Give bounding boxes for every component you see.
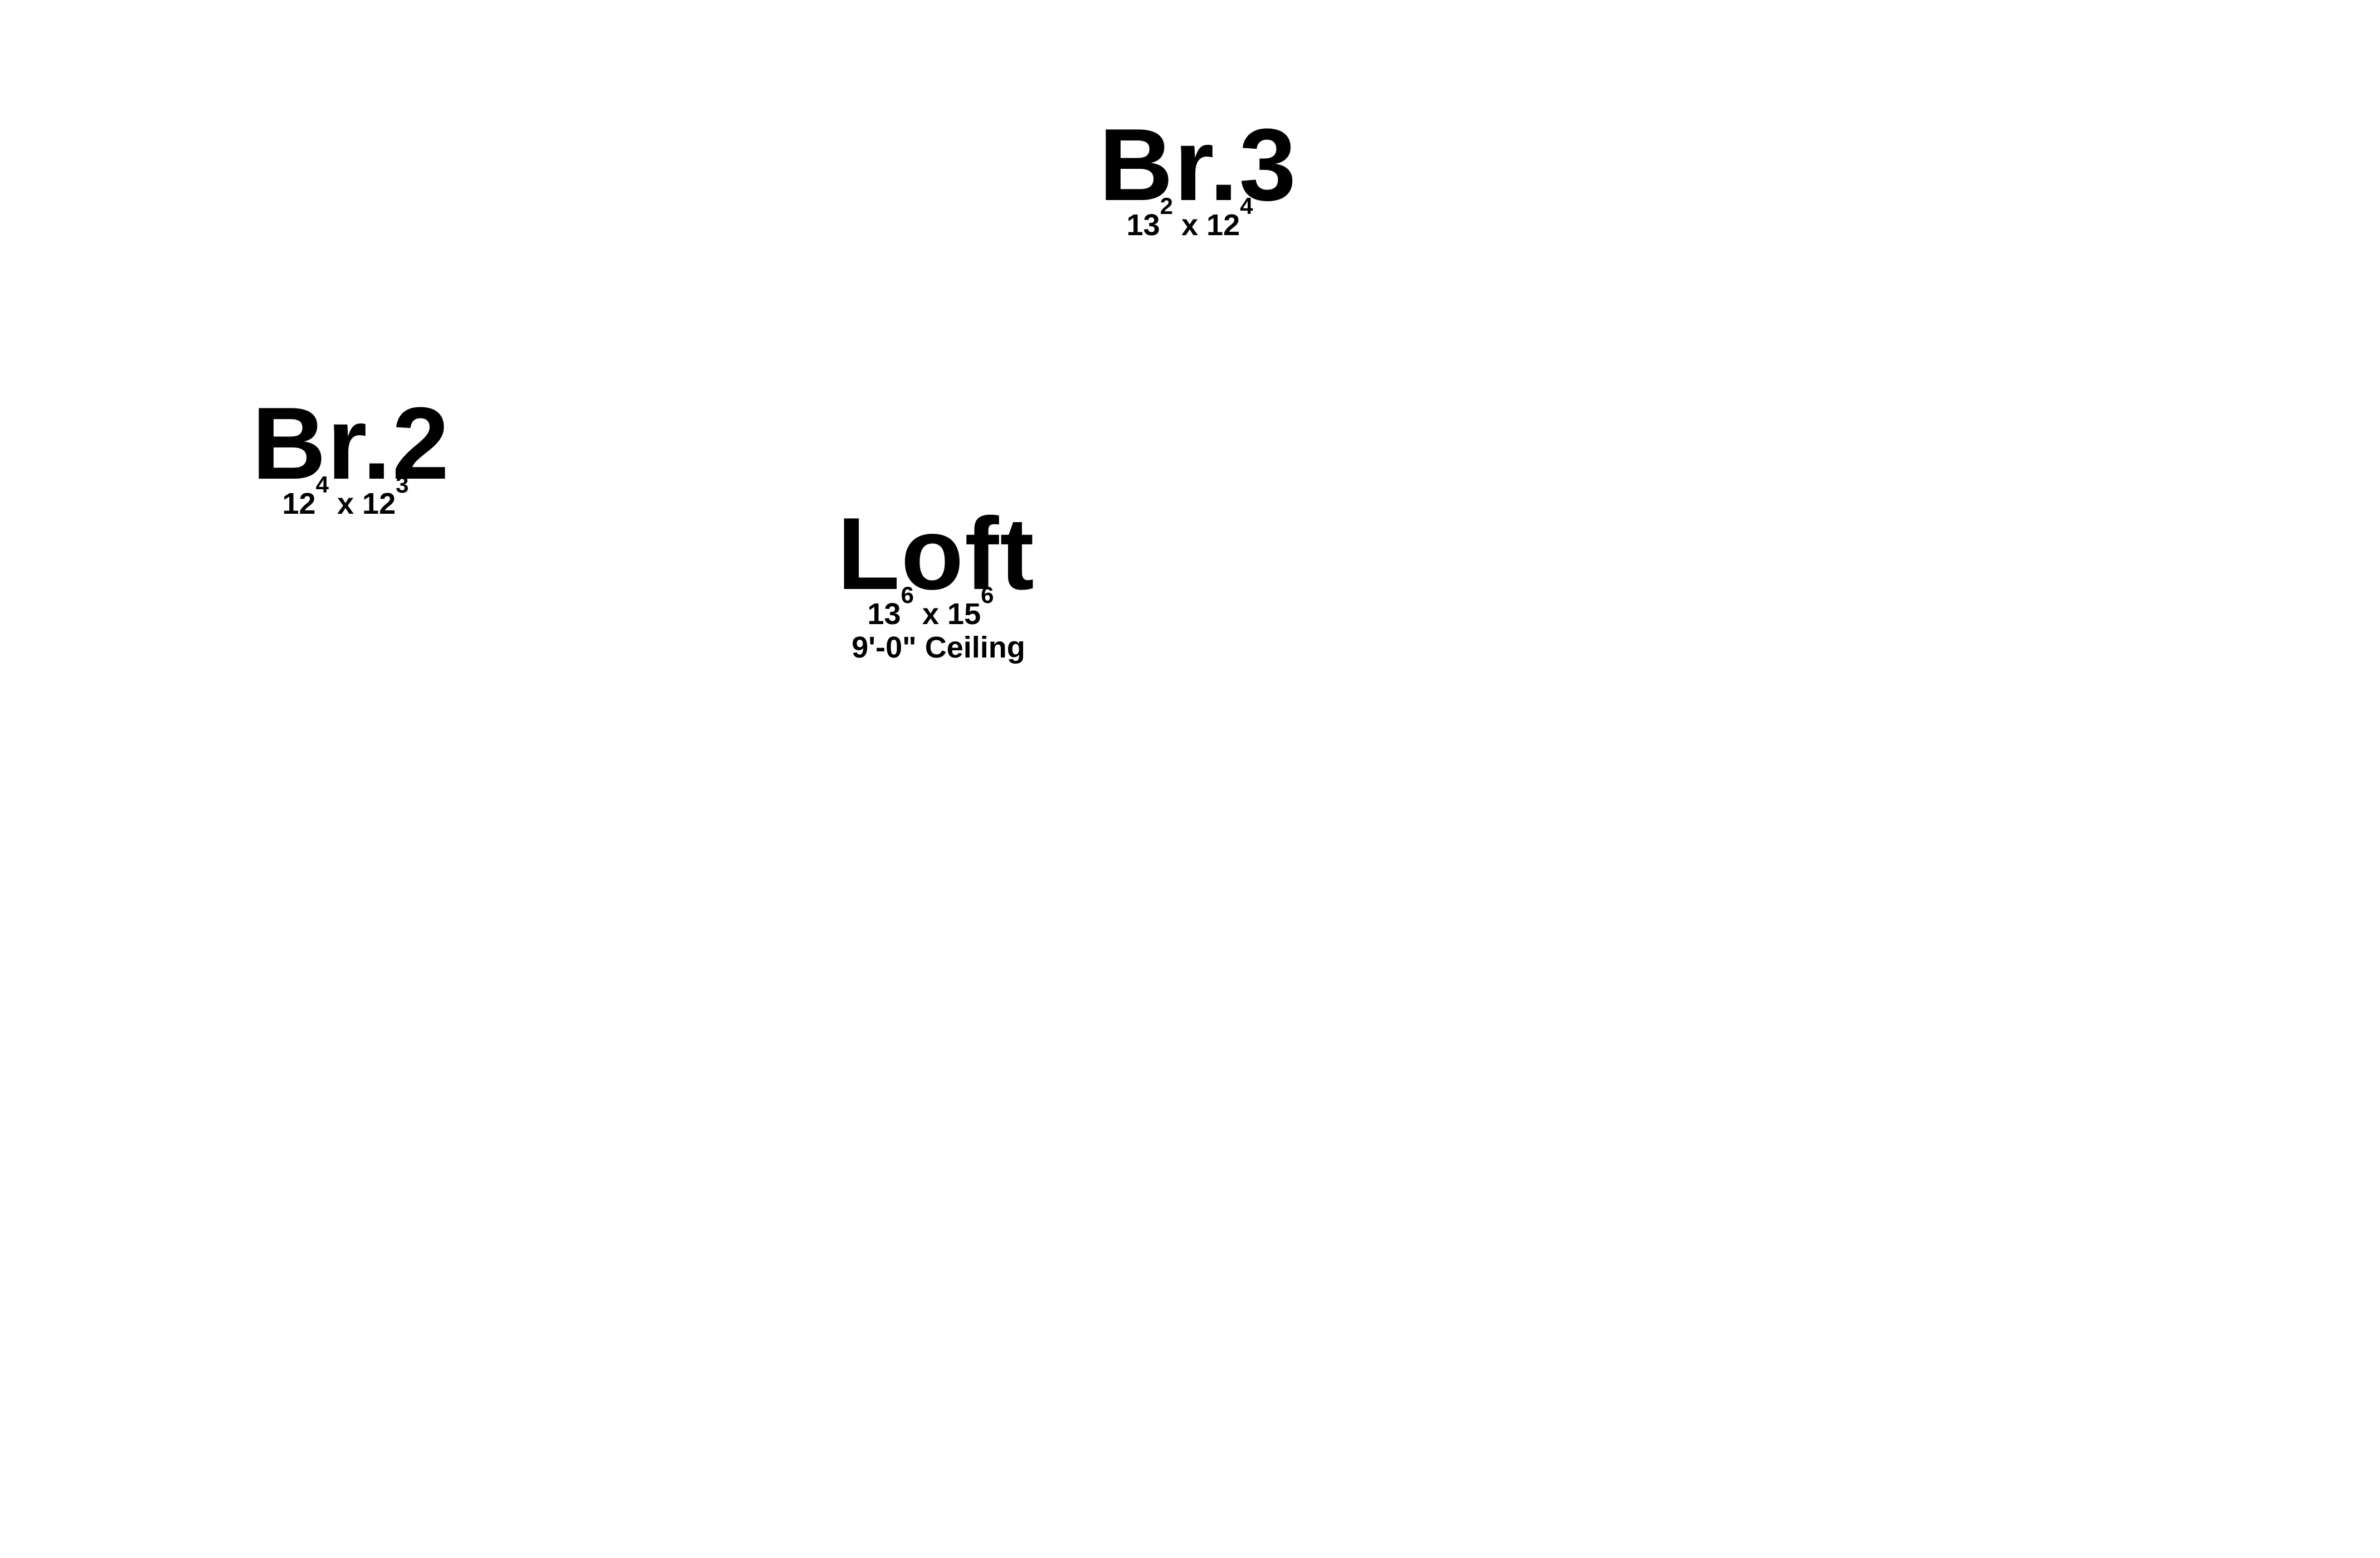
width-inches: 2 bbox=[1160, 193, 1173, 219]
room-name: Br.3 bbox=[1099, 107, 1297, 222]
width-inches: 6 bbox=[901, 582, 914, 608]
room-label-br2: Br.2 124 x 123 bbox=[245, 386, 457, 520]
room-label-loft: Loft 136 x 156 9'-0" Ceiling bbox=[825, 496, 1048, 664]
length-feet: 12 bbox=[1206, 208, 1240, 242]
length-inches: 6 bbox=[981, 582, 994, 608]
room-label-br3: Br.3 132 x 124 bbox=[1092, 107, 1304, 242]
room-name: Br.2 bbox=[252, 386, 450, 500]
width-feet: 13 bbox=[867, 597, 901, 631]
room-dimensions: 124 x 123 bbox=[234, 473, 457, 520]
length-feet: 12 bbox=[362, 486, 396, 520]
length-inches: 4 bbox=[1240, 193, 1253, 219]
width-feet: 13 bbox=[1126, 208, 1160, 242]
width-feet: 12 bbox=[282, 486, 316, 520]
dimension-separator: x bbox=[337, 486, 354, 520]
dimension-separator: x bbox=[922, 597, 940, 631]
room-name: Loft bbox=[837, 496, 1035, 611]
dimension-separator: x bbox=[1181, 208, 1199, 242]
room-dimensions: 132 x 124 bbox=[1075, 194, 1304, 242]
room-dimensions: 136 x 156 bbox=[814, 583, 1048, 631]
length-feet: 15 bbox=[947, 597, 981, 631]
length-inches: 3 bbox=[396, 471, 409, 498]
ceiling-height: 9'-0" Ceiling bbox=[851, 630, 1025, 664]
width-inches: 4 bbox=[315, 471, 329, 498]
